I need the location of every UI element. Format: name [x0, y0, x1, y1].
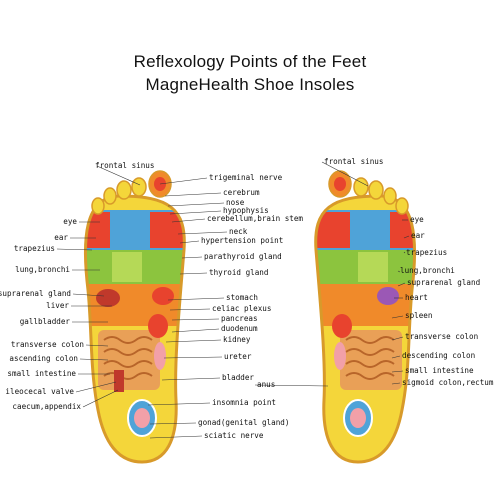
right-label: small intestine	[405, 366, 474, 375]
leader-line	[171, 318, 220, 321]
leader-line	[165, 339, 222, 343]
center-label: stomach	[226, 293, 258, 302]
leader-line	[391, 370, 404, 373]
left-label: frontal sinus	[95, 161, 154, 170]
left-label: lung,bronchi	[15, 265, 70, 274]
leader-line	[164, 192, 222, 197]
right-label: descending colon	[402, 351, 475, 360]
leader-line	[181, 256, 203, 259]
right-label: lung,bronchi	[400, 266, 455, 275]
leader-line	[179, 272, 208, 275]
leader-line	[56, 248, 93, 251]
diagram-subtitle: MagneHealth Shoe Insoles	[145, 75, 355, 94]
leader-line	[403, 235, 410, 239]
center-label: sciatic nerve	[204, 431, 264, 440]
leader-line	[397, 270, 401, 273]
leader-line	[85, 344, 109, 347]
center-label: celiac plexus	[212, 304, 271, 313]
leader-line	[149, 435, 203, 439]
center-label: cerebrum	[223, 188, 260, 197]
leader-line	[391, 336, 404, 341]
center-label: pancreas	[221, 314, 258, 323]
left-label: liver	[46, 301, 69, 310]
center-label: hypophysis	[223, 206, 269, 215]
center-label: kidney	[223, 335, 251, 344]
leader-line	[149, 422, 197, 425]
center-label: hypertension point	[201, 236, 283, 245]
leader-line	[397, 282, 406, 287]
center-label: neck	[229, 227, 248, 236]
center-label: parathyroid gland	[204, 252, 282, 261]
leader-line	[177, 231, 228, 235]
leader-line	[254, 384, 329, 387]
center-label: insomnia point	[212, 398, 276, 407]
left-foot	[83, 170, 186, 464]
center-label: anus	[257, 380, 275, 389]
leader-line	[147, 402, 211, 406]
right-label: eye	[410, 215, 424, 224]
leader-line	[391, 382, 401, 385]
right-label: spleen	[405, 311, 432, 320]
left-label: transverse colon	[11, 340, 84, 349]
leader-line	[179, 240, 200, 244]
leader-line	[79, 358, 109, 361]
leader-line	[82, 389, 119, 408]
center-label: thyroid gland	[209, 268, 268, 277]
center-label: nose	[226, 198, 245, 207]
right-label: ear	[411, 231, 425, 240]
leader-line	[163, 356, 223, 359]
leader-line	[159, 177, 208, 185]
right-label: suprarenal gland	[407, 278, 480, 287]
center-label: cerebellum,brain stem	[207, 214, 303, 223]
leader-line	[169, 210, 222, 215]
center-label: duodenum	[221, 324, 258, 333]
leader-line	[171, 328, 220, 333]
leader-line	[321, 161, 369, 187]
right-label: frontal sinus	[324, 157, 383, 166]
leader-line	[391, 315, 404, 319]
right-label: transverse colon	[405, 332, 478, 341]
center-label: bladder	[222, 373, 254, 382]
center-label: ureter	[224, 352, 252, 361]
leader-line	[75, 381, 117, 393]
left-label: gallbladder	[20, 317, 71, 326]
left-label: trapezius	[14, 244, 55, 253]
leader-line	[72, 293, 105, 297]
right-label: trapezius	[406, 248, 447, 257]
leader-line	[403, 251, 406, 254]
leader-line	[167, 202, 225, 207]
left-label: caecum,appendix	[12, 402, 81, 411]
leader-line	[171, 218, 206, 223]
leader-line	[161, 377, 221, 381]
left-label: ascending colon	[9, 354, 78, 363]
center-label: trigeminal nerve	[209, 173, 283, 182]
leader-line	[391, 355, 401, 359]
left-label: suprarenal gland	[0, 289, 71, 298]
diagram-title: Reflexology Points of the Feet	[133, 52, 367, 71]
right-label: sigmoid colon,rectum	[402, 378, 494, 387]
right-label: heart	[405, 293, 428, 302]
left-label: eye	[63, 217, 77, 226]
right-foot	[314, 170, 417, 464]
left-label: ear	[54, 233, 68, 242]
left-label: small intestine	[7, 369, 76, 378]
center-label: gonad(genital gland)	[198, 418, 289, 427]
leader-line	[96, 165, 141, 186]
label-layer: frontal sinus eye ear trapezius lung,bronchi…	[0, 157, 494, 440]
left-label: ileocecal valve	[5, 387, 74, 396]
leader-line	[169, 308, 211, 311]
leader-line	[167, 297, 225, 301]
